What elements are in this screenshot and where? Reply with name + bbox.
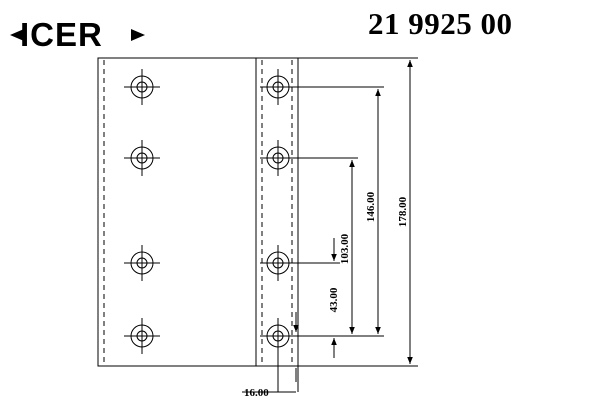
hole: [124, 318, 160, 354]
logo-right-arrow: [131, 29, 145, 41]
logo-text: ICER: [20, 16, 103, 53]
hole: [260, 245, 296, 281]
dim-hole-row-offset: 16.00: [242, 312, 299, 399]
dim-label-outer-hole-span: 146.00: [365, 191, 377, 222]
dim-inner-hole-span: 103.00: [339, 160, 355, 334]
dim-label-edge-to-hole: 43.00: [328, 287, 340, 312]
dim-label-inner-hole-span: 103.00: [339, 233, 351, 264]
dim-outer-hole-span: 146.00: [365, 89, 381, 334]
logo-left-arrow: [10, 29, 24, 41]
extension-lines: [296, 57, 418, 367]
dim-edge-to-hole: 43.00: [328, 238, 340, 358]
hole: [260, 140, 296, 176]
hole: [124, 245, 160, 281]
hole: [124, 69, 160, 105]
dim-overall-height: 178.00: [397, 60, 413, 364]
lining-outline: [97, 57, 299, 367]
hole: [124, 140, 160, 176]
hole: [260, 69, 296, 105]
icer-logo: ICER: [10, 16, 145, 53]
lining-body: [97, 57, 299, 367]
dim-label-hole-row-offset: 16.00: [244, 387, 269, 399]
dim-label-overall-height: 178.00: [397, 196, 409, 227]
part-number: 21 9925 00: [368, 6, 513, 41]
